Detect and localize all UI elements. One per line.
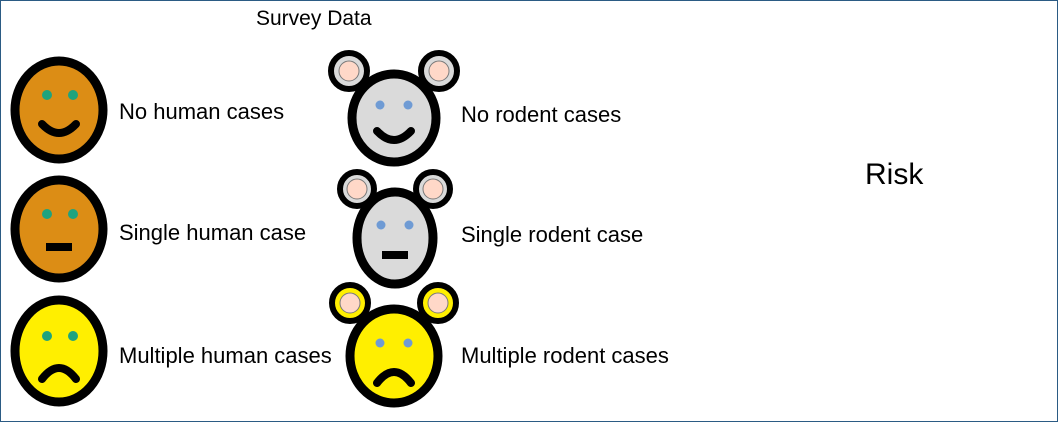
left-eye-icon — [375, 100, 385, 110]
frown-mouth-icon — [38, 364, 80, 383]
smile-mouth-icon — [373, 127, 415, 144]
human-label-multiple: Multiple human cases — [119, 343, 332, 368]
human-label-none: No human cases — [119, 99, 285, 124]
rodent-face-none — [328, 50, 460, 167]
rodent-head — [347, 69, 441, 167]
human-face-single — [10, 175, 108, 283]
left-inner-ear — [338, 60, 360, 82]
smiling-rodent-icon — [328, 50, 460, 167]
right-eye-icon — [404, 220, 414, 230]
left-eye-icon — [376, 220, 386, 230]
rodent-label-none: No rodent cases — [461, 102, 622, 127]
left-eye-icon — [42, 209, 52, 219]
face-head — [10, 175, 108, 283]
frown-mouth-icon — [373, 368, 415, 387]
human-label-single: Single human case — [119, 220, 307, 245]
rodent-label-multiple: Multiple rodent cases — [461, 343, 669, 368]
left-inner-ear — [339, 292, 361, 314]
rodent-head — [352, 187, 438, 289]
right-eye-icon — [68, 209, 78, 219]
right-eye-icon — [68, 331, 78, 341]
risk-label: Risk — [865, 158, 924, 191]
face-head — [10, 295, 108, 407]
smile-mouth-icon — [38, 120, 80, 137]
rodent-face-multiple — [329, 282, 459, 408]
neutral-mouth-icon — [382, 251, 408, 259]
frowning-rodent-icon — [329, 282, 459, 408]
frowning-face-icon — [10, 295, 108, 407]
right-inner-ear — [428, 60, 450, 82]
neutral-mouth-icon — [46, 243, 72, 251]
diagram-title: Survey Data — [256, 7, 372, 30]
right-eye-icon — [68, 90, 78, 100]
left-eye-icon — [42, 331, 52, 341]
rodent-label-single: Single rodent case — [461, 222, 644, 247]
neutral-rodent-icon — [337, 169, 453, 289]
left-eye-icon — [42, 90, 52, 100]
right-eye-icon — [403, 338, 413, 348]
human-face-none — [10, 56, 108, 164]
right-inner-ear — [422, 178, 444, 200]
rodent-face-single — [337, 169, 453, 289]
neutral-face-icon — [10, 175, 108, 283]
face-head — [10, 56, 108, 164]
smiling-face-icon — [10, 56, 108, 164]
left-inner-ear — [346, 178, 368, 200]
right-eye-icon — [403, 100, 413, 110]
left-eye-icon — [375, 338, 385, 348]
right-inner-ear — [427, 292, 449, 314]
rodent-head — [345, 304, 443, 408]
human-face-multiple — [10, 295, 108, 407]
